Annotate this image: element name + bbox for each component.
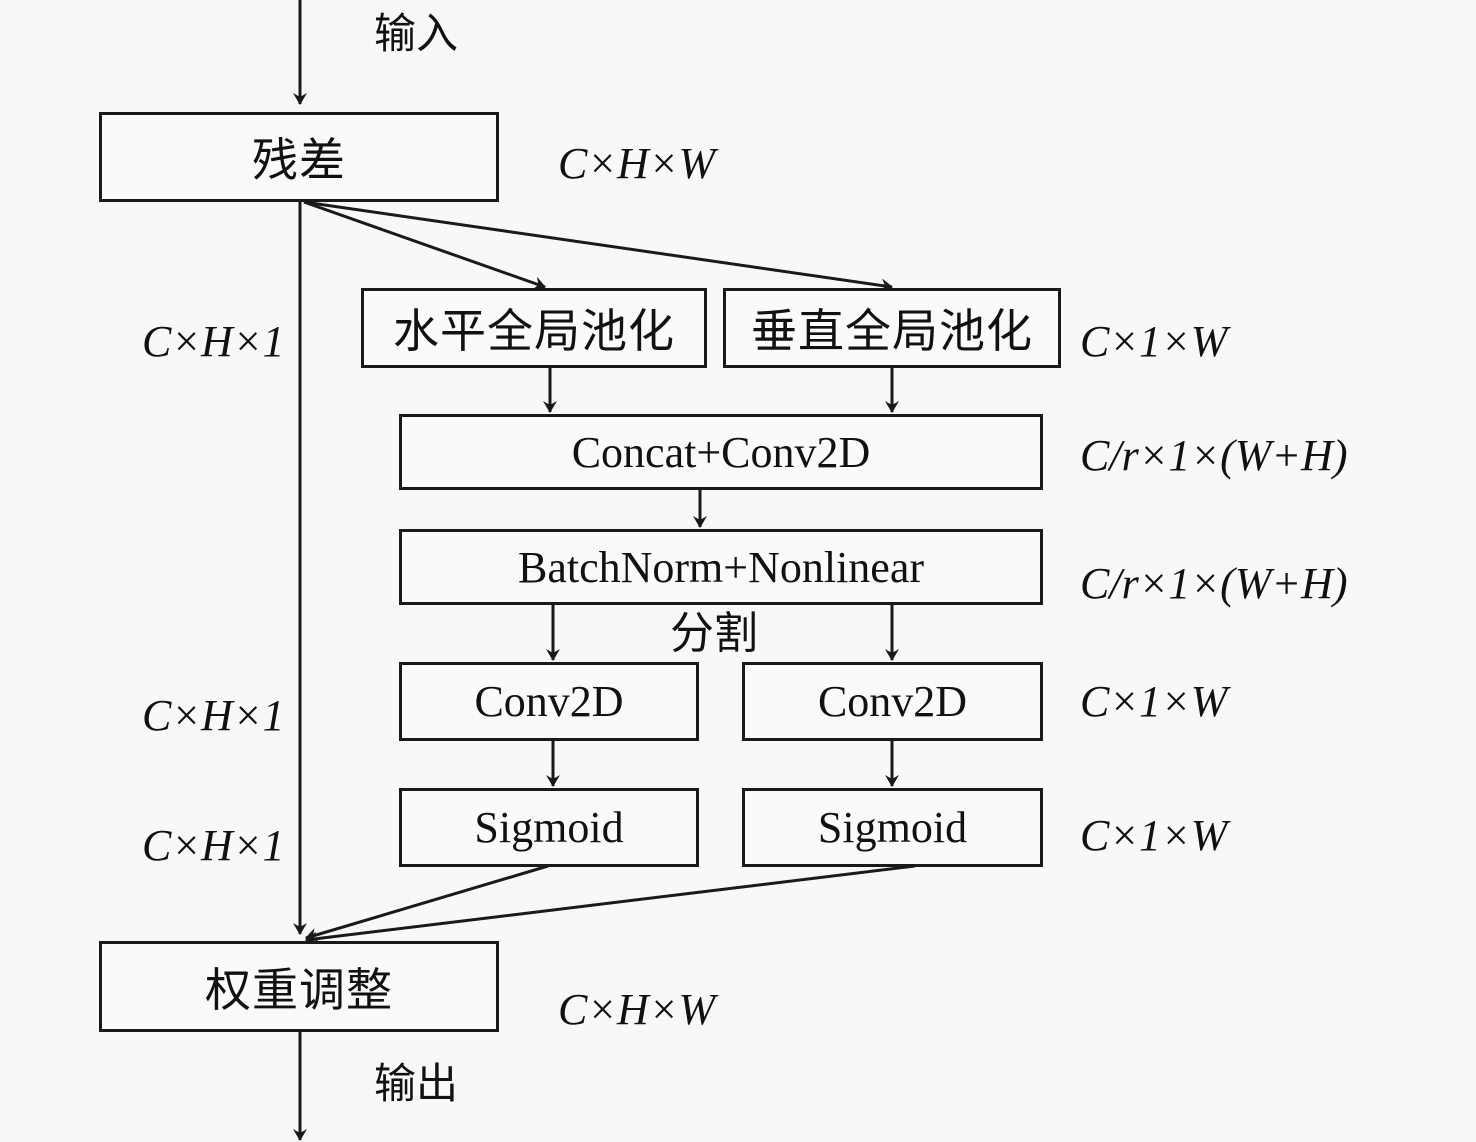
bn-nonlinear-box: BatchNorm+Nonlinear	[399, 529, 1043, 605]
shape-residual-out: C×H×W	[558, 139, 716, 188]
shape-bn-out: C/r×1×(W+H)	[1080, 559, 1348, 608]
residual-to-hpool-arrow	[303, 200, 546, 290]
reweight-box-label: 权重调整	[205, 964, 393, 1016]
horizontal-pool-box: 水平全局池化	[361, 288, 707, 368]
output-label: 输出	[374, 1062, 459, 1108]
sigmoid-right-to-reweight-arrow	[305, 864, 916, 946]
input-label: 输入	[374, 12, 459, 58]
sigmoid-left-to-reweight-arrow	[305, 864, 549, 942]
bn-nonlinear-label: BatchNorm+Nonlinear	[517, 542, 925, 592]
reweight-box: 权重调整	[99, 941, 499, 1032]
conv-right-box: Conv2D	[742, 662, 1043, 741]
vertical-pool-label: 垂直全局池化	[751, 306, 1033, 357]
residual-box-label: 残差	[252, 135, 346, 186]
vertical-pool-box: 垂直全局池化	[723, 288, 1061, 368]
sigmoid-left-label: Sigmoid	[474, 803, 624, 852]
shape-conv-out: C×1×W	[1080, 677, 1228, 726]
shape-final-out: C×H×W	[558, 985, 716, 1034]
shape-sigmoid-out: C×1×W	[1080, 811, 1228, 860]
conv-left-label: Conv2D	[474, 677, 624, 726]
residual-to-vpool-arrow	[303, 200, 893, 293]
shape-skip-1: C×H×1	[142, 317, 285, 366]
horizontal-pool-label: 水平全局池化	[393, 306, 675, 357]
conv-left-box: Conv2D	[399, 662, 699, 741]
shape-pool-out: C×1×W	[1080, 317, 1228, 366]
concat-conv-label: Concat+Conv2D	[571, 427, 871, 477]
shape-concat-out: C/r×1×(W+H)	[1080, 431, 1348, 480]
sigmoid-left-box: Sigmoid	[399, 788, 699, 867]
shape-skip-2: C×H×1	[142, 691, 285, 740]
conv-right-label: Conv2D	[817, 677, 968, 726]
split-label: 分割	[670, 609, 758, 658]
residual-box: 残差	[99, 112, 499, 202]
shape-skip-3: C×H×1	[142, 821, 285, 870]
sigmoid-right-label: Sigmoid	[817, 803, 968, 852]
concat-conv-box: Concat+Conv2D	[399, 414, 1043, 490]
sigmoid-right-box: Sigmoid	[742, 788, 1043, 867]
